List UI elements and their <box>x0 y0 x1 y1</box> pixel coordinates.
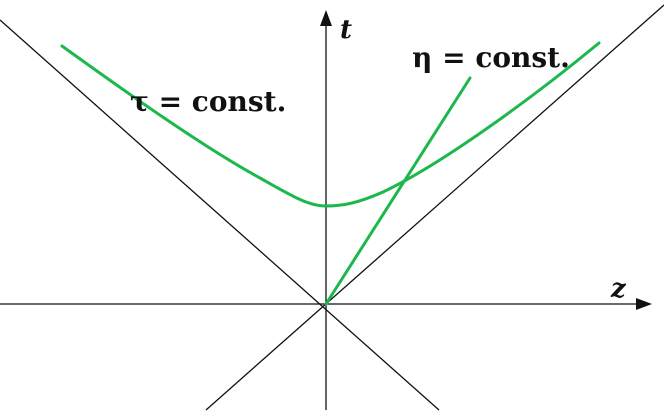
z-axis-label: z <box>610 274 627 304</box>
right-light-cone-line <box>205 4 664 411</box>
z-axis-arrowhead <box>636 298 652 310</box>
tau-const-hyperbola <box>60 41 601 208</box>
left-light-cone-line <box>0 19 440 411</box>
eta-const-label: η = const. <box>412 41 570 74</box>
t-axis-arrowhead <box>320 10 332 26</box>
eta-const-line <box>324 76 472 306</box>
tau-const-label: τ = const. <box>130 85 286 118</box>
t-axis-label: t <box>340 15 352 45</box>
